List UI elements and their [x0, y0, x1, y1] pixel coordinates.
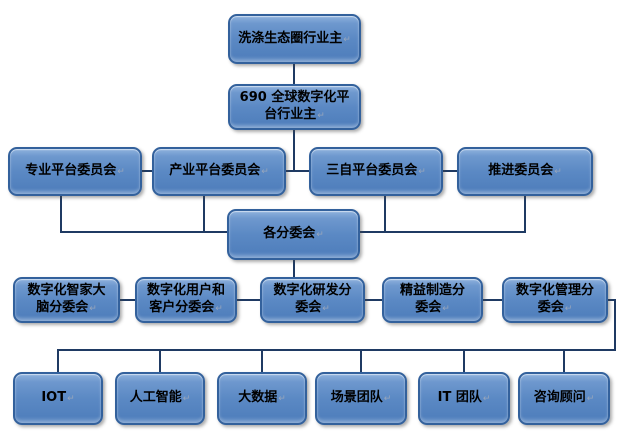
node-label: 专业平台委员会 — [25, 163, 117, 179]
connector-c4-bus1 — [524, 195, 526, 233]
node-industry-platform-committee: 产业平台委员会↵ — [152, 147, 286, 196]
node-digital-users-customers-subcommittee: 数字化用户和 客户分委会↵ — [135, 277, 237, 323]
connector-c1-bus1 — [60, 195, 62, 233]
connector-bus2 — [57, 349, 616, 351]
connector-c2-c3 — [285, 170, 310, 172]
connector-e2-e3 — [236, 299, 261, 301]
connector-bus2-f1 — [57, 349, 59, 372]
paragraph-mark: ↵ — [182, 394, 191, 405]
node-690-global-digital-platform-owner: 690 全球数字化平 台行业主↵ — [228, 84, 361, 130]
node-label: 大数据 — [238, 390, 278, 406]
connector-d-e3 — [293, 259, 295, 278]
paragraph-mark: ↵ — [215, 304, 223, 314]
node-label: 数字化用户和 客户分委会 — [146, 283, 225, 315]
connector-c3-bus1 — [384, 195, 386, 233]
connector-right-drop — [614, 299, 616, 351]
paragraph-mark: ↵ — [117, 167, 125, 178]
connector-c3-c4 — [442, 170, 458, 172]
node-promotion-committee: 推进委员会↵ — [457, 147, 593, 196]
paragraph-mark: ↵ — [482, 394, 491, 405]
node-label: 690 全球数字化平 台行业主 — [239, 90, 350, 122]
node-label: 场景团队 — [330, 390, 383, 406]
connector-b-row3 — [293, 129, 295, 171]
node-digital-rnd-subcommittee: 数字化研发分 委会↵ — [260, 277, 365, 323]
node-consultants: 咨询顾问↵ — [518, 372, 610, 425]
node-label: 人工智能 — [129, 390, 182, 406]
paragraph-mark: ↵ — [316, 230, 324, 241]
paragraph-mark: ↵ — [322, 304, 330, 314]
node-sanzi-platform-committee: 三自平台委员会↵ — [309, 147, 443, 196]
node-label: 洗涤生态圈行业主 — [238, 30, 343, 46]
node-washing-ecosystem-owner: 洗涤生态圈行业主↵ — [228, 14, 361, 64]
connector-bus2-f3 — [261, 349, 263, 372]
node-label: 三自平台委员会 — [326, 163, 418, 179]
node-digital-management-subcommittee: 数字化管理分 委会↵ — [502, 277, 608, 323]
paragraph-mark: ↵ — [383, 394, 392, 405]
connector-c1-c2 — [141, 170, 153, 172]
connector-e5-exit — [607, 299, 616, 301]
node-label: 推进委员会 — [488, 163, 554, 179]
connector-bus2-f4 — [360, 349, 362, 372]
node-big-data: 大数据↵ — [217, 372, 307, 425]
node-professional-platform-committee: 专业平台委员会↵ — [8, 147, 142, 196]
paragraph-mark: ↵ — [586, 394, 595, 405]
paragraph-mark: ↵ — [278, 394, 286, 405]
paragraph-mark: ↵ — [442, 304, 450, 314]
node-label: 精益制造分 委会 — [399, 283, 465, 315]
node-ai: 人工智能↵ — [115, 372, 205, 425]
paragraph-mark: ↵ — [67, 394, 75, 405]
connector-e3-e4 — [364, 299, 383, 301]
node-label: 数字化研发分 委会 — [273, 283, 352, 315]
node-label: 各分委会 — [263, 226, 316, 242]
paragraph-mark: ↵ — [343, 34, 351, 45]
node-lean-manufacturing-subcommittee: 精益制造分 委会↵ — [382, 277, 483, 323]
node-label: IT 团队 — [437, 390, 482, 406]
node-label: IOT — [41, 390, 67, 406]
connector-bus2-f6 — [563, 349, 565, 372]
paragraph-mark: ↵ — [89, 304, 97, 314]
connector-bus2-f2 — [159, 349, 161, 372]
paragraph-mark: ↵ — [418, 167, 426, 178]
connector-e4-e5 — [482, 299, 503, 301]
node-sub-committees: 各分委会↵ — [227, 209, 360, 260]
node-label: 数字化智家大 脑分委会 — [27, 283, 106, 315]
node-label: 咨询顾问 — [533, 390, 586, 406]
paragraph-mark: ↵ — [317, 111, 325, 121]
node-label: 数字化管理分 委会 — [515, 283, 594, 315]
node-iot: IOT↵ — [13, 372, 103, 425]
node-digital-smart-home-brain-subcommittee: 数字化智家大 脑分委会↵ — [13, 277, 120, 323]
node-label: 产业平台委员会 — [169, 163, 261, 179]
paragraph-mark: ↵ — [564, 304, 573, 314]
paragraph-mark: ↵ — [554, 167, 562, 178]
node-it-team: IT 团队↵ — [418, 372, 510, 425]
connector-bus2-f5 — [463, 349, 465, 372]
node-scenario-team: 场景团队↵ — [315, 372, 407, 425]
connector-a-b — [293, 63, 295, 85]
connector-c2-bus1 — [203, 195, 205, 233]
paragraph-mark: ↵ — [261, 167, 269, 178]
connector-e1-e2 — [119, 299, 136, 301]
